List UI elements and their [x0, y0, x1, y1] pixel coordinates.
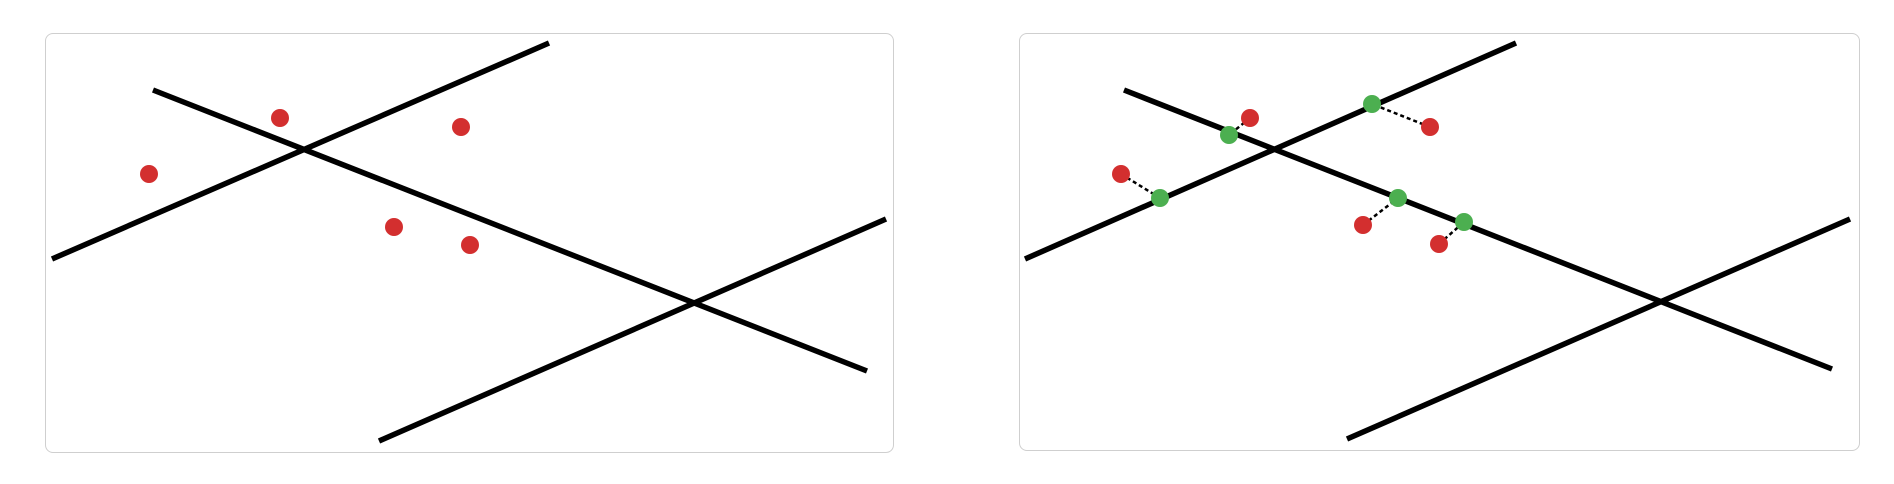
projected-point: [1220, 126, 1238, 144]
right-points: [1112, 109, 1448, 253]
right-lines: [1023, 40, 1852, 442]
data-point: [140, 165, 158, 183]
line-a: [1023, 40, 1518, 262]
data-point: [1421, 118, 1439, 136]
projected-point: [1389, 189, 1407, 207]
data-point: [271, 109, 289, 127]
projected-point: [1363, 95, 1381, 113]
projected-point: [1455, 213, 1473, 231]
left-lines: [50, 40, 888, 444]
line-c: [377, 216, 888, 444]
line-c: [1345, 216, 1852, 442]
data-point: [1241, 109, 1259, 127]
data-point: [461, 236, 479, 254]
line-b: [151, 87, 869, 374]
data-point: [1112, 165, 1130, 183]
projected-points: [1151, 95, 1473, 231]
data-point: [1354, 216, 1372, 234]
projection-link: [1371, 102, 1431, 129]
projected-point: [1151, 189, 1169, 207]
line-b: [1122, 87, 1834, 372]
data-point: [385, 218, 403, 236]
data-point: [452, 118, 470, 136]
left-points: [140, 109, 479, 254]
data-point: [1430, 235, 1448, 253]
projection-link: [1438, 221, 1465, 245]
projection-links: [1120, 102, 1465, 245]
